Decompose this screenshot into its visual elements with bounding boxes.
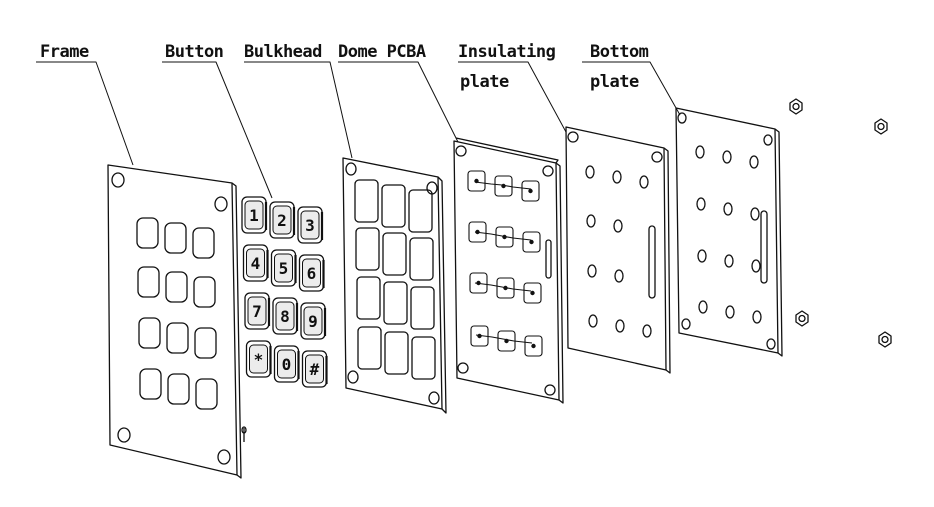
hex-nut <box>795 310 809 327</box>
key-button: 2 <box>269 201 296 239</box>
hex-nut <box>874 118 888 135</box>
key-label: 2 <box>277 211 287 230</box>
key-button: 3 <box>297 206 324 244</box>
key-button: 8 <box>272 297 299 335</box>
frame-plate <box>107 164 247 479</box>
label-dome-pcba: Dome PCBA <box>338 42 426 62</box>
key-label: 1 <box>249 206 259 225</box>
insulating-holes <box>585 165 652 338</box>
key-label: # <box>310 360 320 379</box>
key-button: 5 <box>270 249 297 287</box>
key-button: # <box>301 350 328 388</box>
key-button: 4 <box>242 244 269 282</box>
key-button: 6 <box>298 254 325 292</box>
dome-centers <box>474 178 536 349</box>
key-label: * <box>254 350 264 369</box>
frame-key-openings <box>136 217 218 410</box>
label-insulating-plate-line2: plate <box>460 72 509 92</box>
key-button: 0 <box>273 345 300 383</box>
key-label: 5 <box>279 259 289 278</box>
key-button: 9 <box>300 302 327 340</box>
bulkhead-plate <box>342 157 447 414</box>
hex-nut <box>878 331 892 348</box>
bottom-holes <box>695 145 762 324</box>
insulating-plate <box>565 126 671 374</box>
key-label: 3 <box>305 216 315 235</box>
label-bottom-plate-line1: Bottom <box>590 42 649 62</box>
bottom-plate <box>675 107 783 357</box>
hex-nut <box>789 98 803 115</box>
label-button: Button <box>165 42 224 62</box>
key-button: 1 <box>241 196 268 234</box>
dome-pcba-plate <box>453 137 564 404</box>
key-label: 4 <box>251 254 261 273</box>
frame-screw-hole <box>214 196 228 212</box>
key-label: 6 <box>307 264 317 283</box>
key-label: 8 <box>280 307 290 326</box>
frame-screw-hole <box>117 427 131 443</box>
label-bottom-plate-line2: plate <box>590 72 639 92</box>
label-bulkhead: Bulkhead <box>244 42 322 62</box>
leader-lines <box>36 61 681 199</box>
label-insulating-plate-line1: Insulating <box>458 42 556 62</box>
key-label: 9 <box>308 312 318 331</box>
key-button: * <box>245 340 272 378</box>
frame-screw-hole <box>111 172 125 188</box>
label-frame: Frame <box>40 42 89 62</box>
bulkhead-openings <box>354 179 436 380</box>
key-button: 7 <box>244 292 271 330</box>
key-label: 0 <box>282 355 292 374</box>
frame-screw-hole <box>217 449 231 465</box>
key-label: 7 <box>252 302 262 321</box>
